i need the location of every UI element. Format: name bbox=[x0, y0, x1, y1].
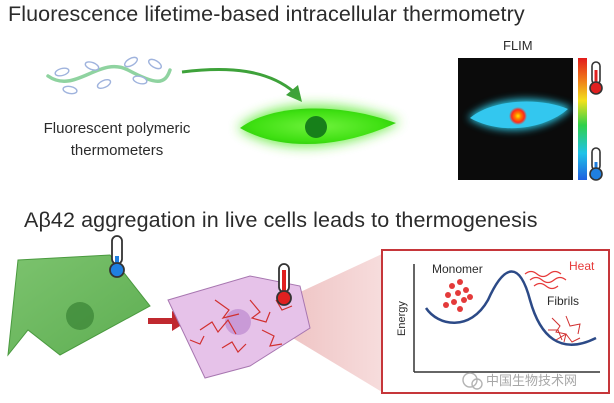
thermometer-icon bbox=[589, 147, 603, 181]
title-bottom: Aβ42 aggregation in live cells leads to … bbox=[24, 208, 538, 232]
heat-waves-icon bbox=[524, 270, 567, 290]
energy-curve bbox=[424, 270, 597, 346]
fibril-cluster bbox=[548, 315, 581, 343]
aggregating-cell bbox=[167, 275, 311, 379]
monomer-label: Monomer bbox=[432, 262, 483, 276]
polymer-label: Fluorescent polymeric thermometers bbox=[43, 120, 191, 159]
colorbar-icon bbox=[578, 58, 587, 180]
title-top: Fluorescence lifetime-based intracellula… bbox=[8, 2, 525, 26]
thermometer-icon bbox=[589, 61, 603, 95]
fluorescent-cell bbox=[238, 105, 400, 147]
flim-label: FLIM bbox=[503, 38, 533, 53]
monomer-dots bbox=[443, 279, 473, 312]
energy-axis-label: Energy bbox=[396, 301, 408, 336]
arrow-icon bbox=[181, 67, 302, 102]
polymer-chain-icon bbox=[46, 56, 172, 95]
heat-label: Heat bbox=[569, 259, 595, 273]
thermometer-icon bbox=[109, 235, 125, 278]
thermometer-icon bbox=[276, 263, 292, 306]
flim-image bbox=[458, 58, 573, 180]
healthy-cell bbox=[7, 254, 151, 357]
zoom-cone bbox=[253, 254, 382, 392]
watermark-text: 中国生物技术网 bbox=[486, 373, 577, 388]
energy-panel bbox=[381, 249, 610, 394]
watermark: 中国生物技术网 bbox=[462, 372, 577, 390]
fibrils-label: Fibrils bbox=[547, 294, 579, 308]
